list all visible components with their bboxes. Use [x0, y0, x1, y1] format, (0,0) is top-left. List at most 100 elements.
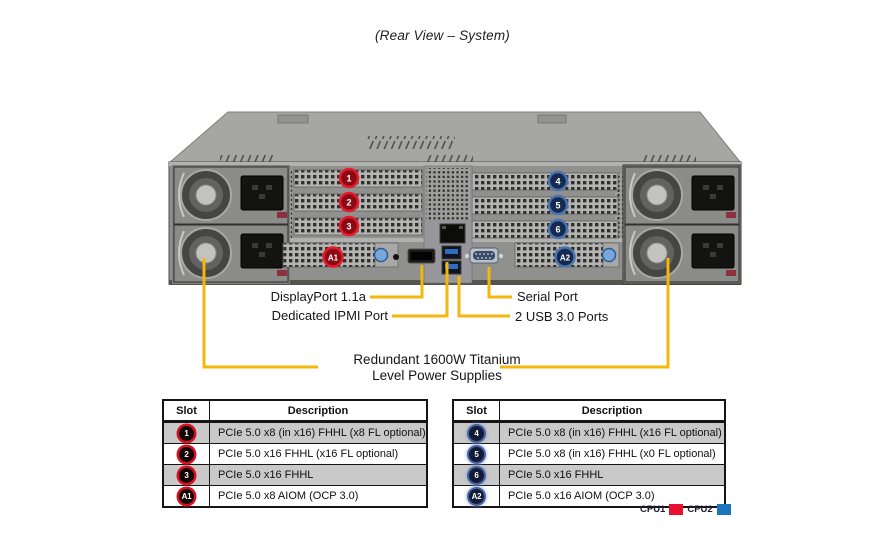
column-header-description: Description: [581, 404, 643, 417]
slot-2-description: PCIe 5.0 x16 FHHL (x16 FL optional): [218, 448, 399, 460]
callout-line-usb: [457, 276, 510, 318]
psu-release-latch: [726, 270, 736, 276]
pcie-slot-cover: [471, 220, 619, 239]
ac-inlet: [691, 233, 735, 269]
cpu2-color-swatch: [716, 504, 731, 515]
power-supply-module: [173, 166, 289, 225]
psu-label-line1: Redundant 1600W Titanium: [353, 352, 521, 367]
cpu1-label: CPU1: [640, 504, 666, 515]
slot-a1-badge: A1: [179, 488, 194, 504]
slot-5-description: PCIe 5.0 x8 (in x16) FHHL (x0 FL optiona…: [508, 448, 716, 460]
page-title: (Rear View – System): [374, 28, 511, 43]
psu-release-latch: [277, 212, 287, 218]
slot-table-right: Slot Description 4 PCIe 5.0 x8 (in x16) …: [452, 399, 726, 508]
displayport-label: DisplayPort 1.1a: [270, 289, 366, 304]
slot-4-badge: 4: [469, 425, 484, 441]
slot-2-badge: 2: [179, 446, 194, 462]
cover-latch: [537, 114, 567, 124]
thumbscrew: [601, 247, 617, 263]
ac-inlet: [240, 175, 284, 211]
top-vent-slashes: [367, 136, 455, 149]
slot-3-badge: 3: [179, 467, 194, 483]
table-row: 6 PCIe 5.0 x16 FHHL: [454, 464, 724, 485]
ipmi-label: Dedicated IPMI Port: [271, 308, 388, 323]
slot-a2-badge: A2: [469, 488, 484, 504]
slot-table-left: Slot Description 1 PCIe 5.0 x8 (in x16) …: [162, 399, 428, 508]
callout-line-ipmi: [392, 262, 449, 318]
column-header-slot: Slot: [164, 401, 210, 420]
slot-4-description: PCIe 5.0 x8 (in x16) FHHL (x16 FL option…: [508, 427, 722, 439]
psu-label: Redundant 1600W Titanium Level Power Sup…: [320, 352, 554, 384]
slot-5-badge: 5: [469, 446, 484, 462]
psu-label-line2: Level Power Supplies: [372, 368, 502, 383]
io-vent-grid: [426, 168, 470, 220]
power-supply-module: [624, 166, 740, 225]
side-vent-strip: [615, 173, 624, 241]
slot-marker-1: 1: [338, 167, 360, 189]
displayport-port: [407, 248, 436, 264]
cpu-legend: CPU1 CPU2: [640, 504, 731, 515]
slot-1-description: PCIe 5.0 x8 (in x16) FHHL (x8 FL optiona…: [218, 427, 426, 439]
callout-line-serial: [487, 267, 512, 299]
svg-text:A1: A1: [328, 254, 339, 263]
table-header: Slot Description: [164, 401, 426, 422]
callout-line-displayport: [370, 265, 424, 299]
power-supply-module: [624, 224, 740, 283]
slot-marker-a1: A1: [322, 246, 344, 268]
power-supply-module: [173, 224, 289, 283]
table-row: 3 PCIe 5.0 x16 FHHL: [164, 464, 426, 485]
top-vent-slashes: [427, 154, 473, 163]
slot-marker-a2: A2: [554, 246, 576, 268]
ipmi-port: [439, 223, 466, 244]
column-header-description: Description: [287, 404, 349, 417]
table-row: 4 PCIe 5.0 x8 (in x16) FHHL (x16 FL opti…: [454, 422, 724, 443]
slot-markers: 1 2 3 A1 4 5 6: [322, 167, 576, 268]
pcie-slot-cover: [471, 196, 619, 215]
slot-marker-6: 6: [547, 218, 569, 240]
table-row: 5 PCIe 5.0 x8 (in x16) FHHL (x0 FL optio…: [454, 443, 724, 464]
slot-marker-4: 4: [547, 170, 569, 192]
slot-3-description: PCIe 5.0 x16 FHHL: [218, 469, 314, 481]
slot-1-badge: 1: [179, 425, 194, 441]
cpu1-color-swatch: [669, 504, 684, 515]
svg-text:4: 4: [555, 177, 560, 187]
slot-marker-3: 3: [338, 215, 360, 237]
serial-port: [464, 247, 504, 264]
usb-label: 2 USB 3.0 Ports: [515, 309, 609, 324]
serial-label: Serial Port: [517, 289, 578, 304]
pcie-slot-covers-right: [471, 172, 619, 239]
svg-text:2: 2: [346, 198, 351, 208]
slot-6-description: PCIe 5.0 x16 FHHL: [508, 469, 604, 481]
slot-marker-2: 2: [338, 191, 360, 213]
power-supply-right-pair: [622, 164, 742, 285]
top-vent-slashes: [220, 153, 276, 162]
svg-text:6: 6: [555, 225, 560, 235]
power-supply-left-pair: [172, 165, 290, 284]
table-row: 1 PCIe 5.0 x8 (in x16) FHHL (x8 FL optio…: [164, 422, 426, 443]
io-ports: [407, 165, 504, 284]
slot-marker-5: 5: [547, 194, 569, 216]
psu-release-latch: [277, 270, 287, 276]
callout-lines: [202, 258, 670, 369]
ac-inlet: [240, 233, 284, 269]
pcie-slot-cover: [471, 172, 619, 191]
cpu2-label: CPU2: [687, 504, 713, 515]
table-row: A2 PCIe 5.0 x16 AIOM (OCP 3.0): [454, 485, 724, 506]
ac-inlet: [691, 175, 735, 211]
table-row: A1 PCIe 5.0 x8 AIOM (OCP 3.0): [164, 485, 426, 506]
svg-text:A2: A2: [560, 254, 571, 263]
svg-text:3: 3: [346, 222, 351, 232]
table-header: Slot Description: [454, 401, 724, 422]
svg-text:5: 5: [555, 201, 560, 211]
chassis-top-cover: [167, 111, 743, 164]
slot-a2-description: PCIe 5.0 x16 AIOM (OCP 3.0): [508, 490, 655, 502]
uid-button: [393, 254, 399, 260]
thumbscrew: [373, 247, 389, 263]
table-row: 2 PCIe 5.0 x16 FHHL (x16 FL optional): [164, 443, 426, 464]
column-header-slot: Slot: [454, 401, 500, 420]
psu-release-latch: [726, 212, 736, 218]
callout-line-psu-left: [202, 258, 318, 369]
callout-line-psu-right: [500, 258, 670, 369]
top-vent-slashes: [640, 153, 696, 162]
